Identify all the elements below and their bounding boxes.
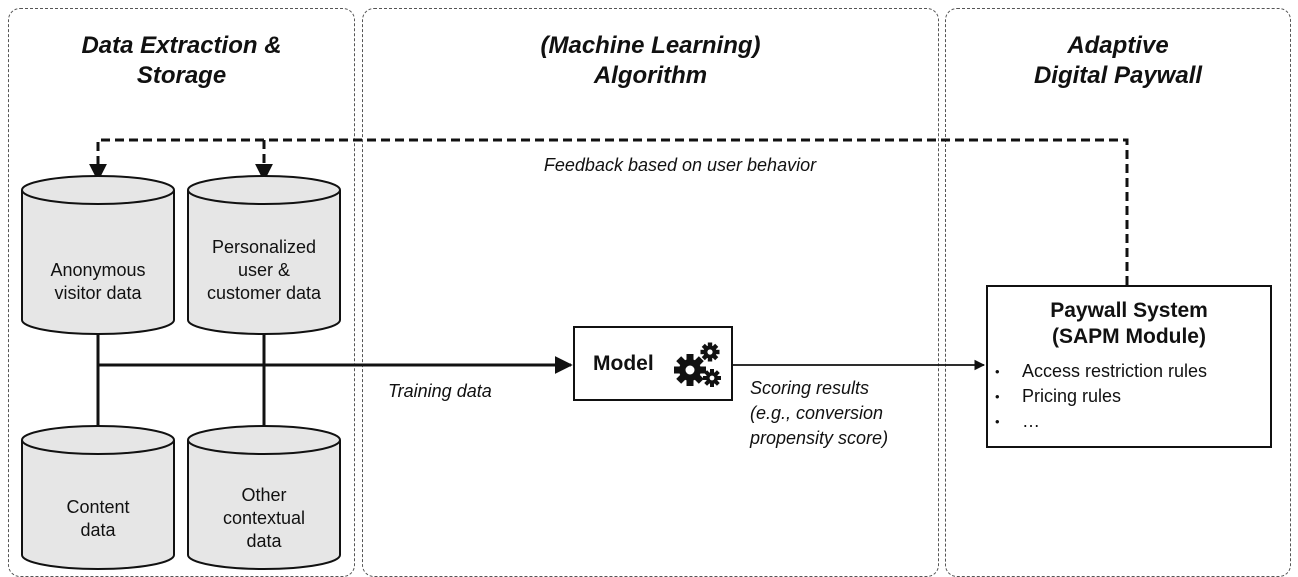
list-item: •Access restriction rules bbox=[995, 361, 1208, 381]
model-box: Model bbox=[573, 326, 733, 401]
panel-title-algorithm: (Machine Learning) Algorithm bbox=[540, 32, 761, 89]
gears-icon bbox=[674, 342, 721, 387]
training-data-label: Training data bbox=[388, 381, 492, 401]
database-personalized-label: Personalized user & customer data bbox=[206, 237, 322, 303]
database-anonymous-label: Anonymous visitor data bbox=[50, 260, 146, 303]
database-connectors bbox=[96, 330, 266, 428]
database-contextual bbox=[187, 425, 341, 570]
list-item: •… bbox=[995, 411, 1040, 431]
feedback-label: Feedback based on user behavior bbox=[543, 155, 817, 175]
scoring-results-label: Scoring results (e.g., conversion propen… bbox=[750, 378, 889, 448]
paywall-rules-list: •Access restriction rules •Pricing rules… bbox=[988, 359, 1207, 434]
panel-title-data-extraction: Data Extraction & Storage bbox=[81, 32, 282, 89]
feedback-arrow bbox=[89, 138, 1129, 285]
database-anonymous bbox=[21, 175, 175, 335]
paywall-system-box: Paywall System (SAPM Module) •Access res… bbox=[986, 285, 1272, 448]
panel-title-paywall: Adaptive Digital Paywall bbox=[1033, 32, 1203, 89]
database-contextual-label: Other contextual data bbox=[222, 485, 306, 551]
database-content-label: Content data bbox=[66, 497, 130, 540]
database-content bbox=[21, 425, 175, 570]
database-personalized bbox=[187, 175, 341, 335]
panel-data-extraction: Data Extraction & Storage bbox=[8, 8, 355, 577]
paywall-system-title: Paywall System (SAPM Module) bbox=[1050, 299, 1208, 348]
list-item: •Pricing rules bbox=[995, 386, 1122, 406]
model-label: Model bbox=[593, 352, 654, 375]
